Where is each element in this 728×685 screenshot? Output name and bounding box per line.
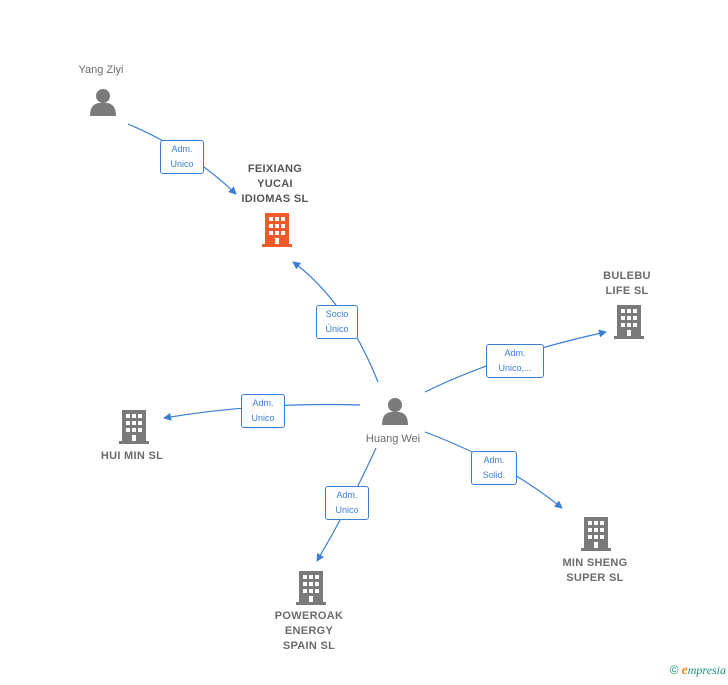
building-icon[interactable]: [581, 517, 611, 551]
edge-label-yang-feixiang[interactable]: Adm. Unico: [160, 140, 204, 174]
brand-watermark: ©empresia: [670, 663, 726, 679]
copyright-symbol: ©: [669, 663, 679, 677]
person-icon[interactable]: [90, 89, 116, 116]
person-label-huang-wei[interactable]: Huang Wei: [365, 433, 421, 445]
brand-name: mpresia: [687, 663, 726, 677]
building-icon[interactable]: [296, 571, 326, 605]
person-label-yang-ziyi[interactable]: Yang Ziyi: [78, 64, 124, 76]
edge-label-huang-poweroak[interactable]: Adm. Unico: [325, 486, 369, 520]
brand-logo-initial: e: [681, 663, 688, 678]
company-label-bulebu[interactable]: BULEBU LIFE SL: [603, 270, 651, 297]
company-label-feixiang[interactable]: FEIXIANG YUCAI IDIOMAS SL: [241, 163, 309, 205]
person-icon[interactable]: [382, 398, 408, 425]
building-icon[interactable]: [614, 305, 644, 339]
edge-label-huang-huimin[interactable]: Adm. Unico: [241, 394, 285, 428]
edge-label-huang-minsheng[interactable]: Adm. Solid.: [471, 451, 517, 485]
company-label-min-sheng[interactable]: MIN SHENG SUPER SL: [562, 557, 628, 584]
building-icon[interactable]: [262, 213, 292, 247]
edge-label-huang-feixiang[interactable]: Socio Único: [316, 305, 358, 339]
building-icon[interactable]: [119, 410, 149, 444]
company-label-hui-min[interactable]: HUI MIN SL: [100, 450, 164, 462]
company-label-poweroak[interactable]: POWEROAK ENERGY SPAIN SL: [274, 610, 344, 652]
edge-label-huang-bulebu[interactable]: Adm. Unico,...: [486, 344, 544, 378]
